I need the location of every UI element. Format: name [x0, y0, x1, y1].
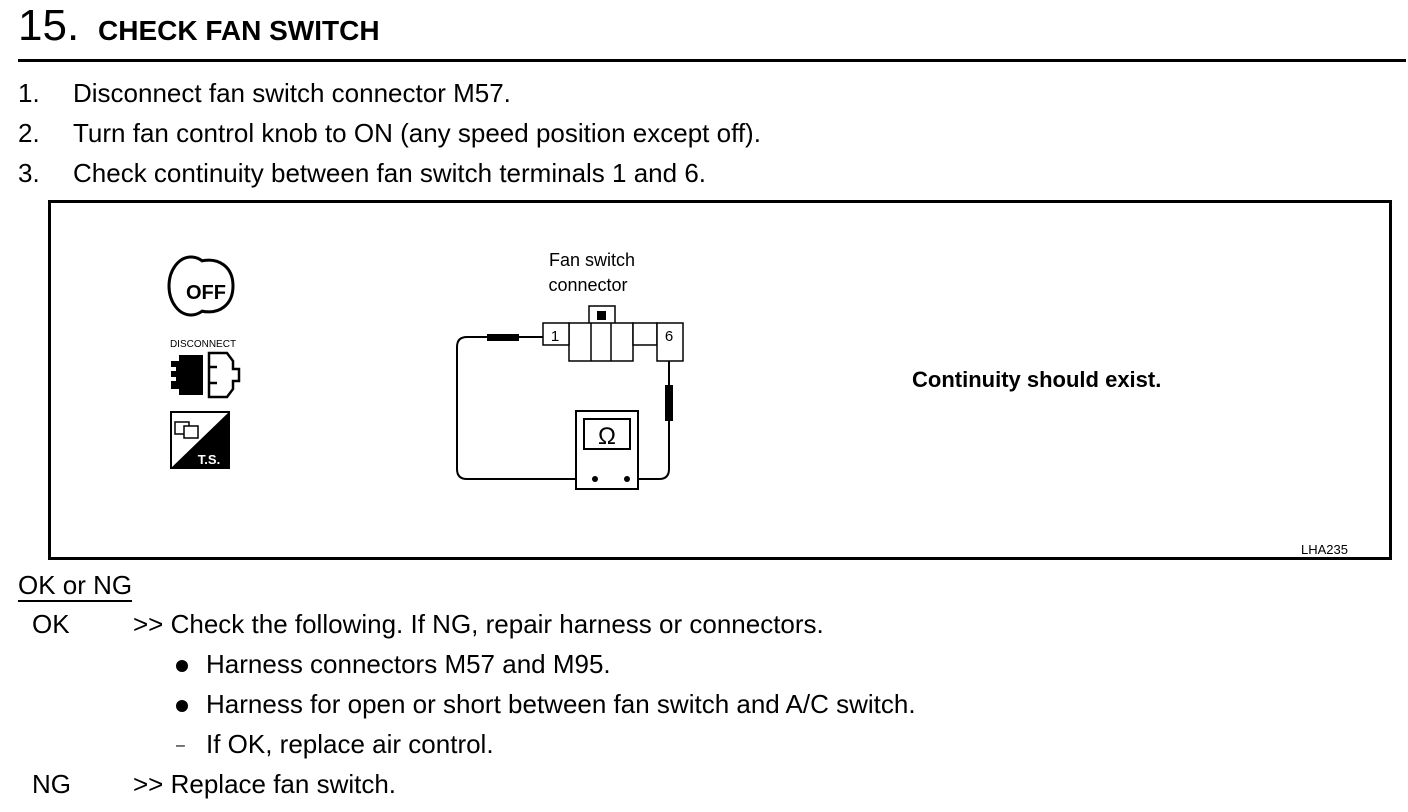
- title-divider: [18, 59, 1406, 62]
- ng-label: NG: [32, 769, 71, 799]
- wire-left: [456, 336, 595, 480]
- instruction-number: 1.: [18, 78, 40, 108]
- disconnect-label: DISCONNECT: [170, 339, 236, 350]
- bullet-icon: [176, 700, 188, 712]
- ts-icon: T.S.: [170, 411, 230, 469]
- ignition-off-icon: OFF: [167, 255, 235, 317]
- instruction-3: 3. Check continuity between fan switch t…: [18, 158, 1218, 188]
- ok-label: OK: [32, 609, 70, 639]
- step-number: 15.: [18, 1, 80, 50]
- result-text: Continuity should exist.: [912, 367, 1161, 392]
- instruction-number: 3.: [18, 158, 40, 188]
- connector-label-line1: Fan switch: [549, 250, 635, 270]
- ohm-symbol: Ω: [598, 423, 616, 450]
- instruction-2: 2. Turn fan control knob to ON (any spee…: [18, 118, 1218, 148]
- terminal-6-label: 6: [665, 328, 673, 345]
- instruction-text: Turn fan control knob to ON (any speed p…: [73, 118, 761, 148]
- fan-switch-connector: [542, 305, 684, 362]
- ts-label: T.S.: [198, 452, 220, 467]
- instruction-1: 1. Disconnect fan switch connector M57.: [18, 78, 1218, 108]
- connector-latch: [597, 311, 606, 320]
- terminal-1-label: 1: [551, 328, 559, 345]
- probe-terminal-1: [487, 334, 543, 341]
- ok-item-2: Harness for open or short between fan sw…: [206, 689, 916, 719]
- disconnect-icon: DISCONNECT: [166, 339, 241, 399]
- instruction-text: Check continuity between fan switch term…: [73, 158, 707, 188]
- ng-text: >> Replace fan switch.: [133, 769, 397, 799]
- instruction-text: Disconnect fan switch connector M57.: [73, 78, 511, 108]
- bullet-icon: [176, 660, 188, 672]
- ohmmeter: Ω: [575, 410, 639, 490]
- wire-right: [627, 421, 670, 480]
- diagram-svg: OFF DISCONNECT T.S. Fan switch connector: [166, 250, 1348, 557]
- dash-marker: –: [176, 737, 185, 754]
- figure-code: LHA235: [1301, 542, 1348, 557]
- instruction-number: 2.: [18, 118, 40, 148]
- ok-note: If OK, replace air control.: [206, 729, 494, 759]
- off-label: OFF: [186, 282, 226, 304]
- ok-text: >> Check the following. If NG, repair ha…: [133, 609, 824, 639]
- ok-or-ng-heading: OK or NG: [18, 570, 133, 602]
- probe-terminal-6: [665, 361, 673, 421]
- ok-item-1: Harness connectors M57 and M95.: [206, 649, 611, 679]
- connector-label-line2: connector: [548, 275, 627, 295]
- diagram-frame: OFF DISCONNECT T.S. Fan switch connector: [48, 200, 1392, 560]
- step-title: CHECK FAN SWITCH: [98, 15, 380, 46]
